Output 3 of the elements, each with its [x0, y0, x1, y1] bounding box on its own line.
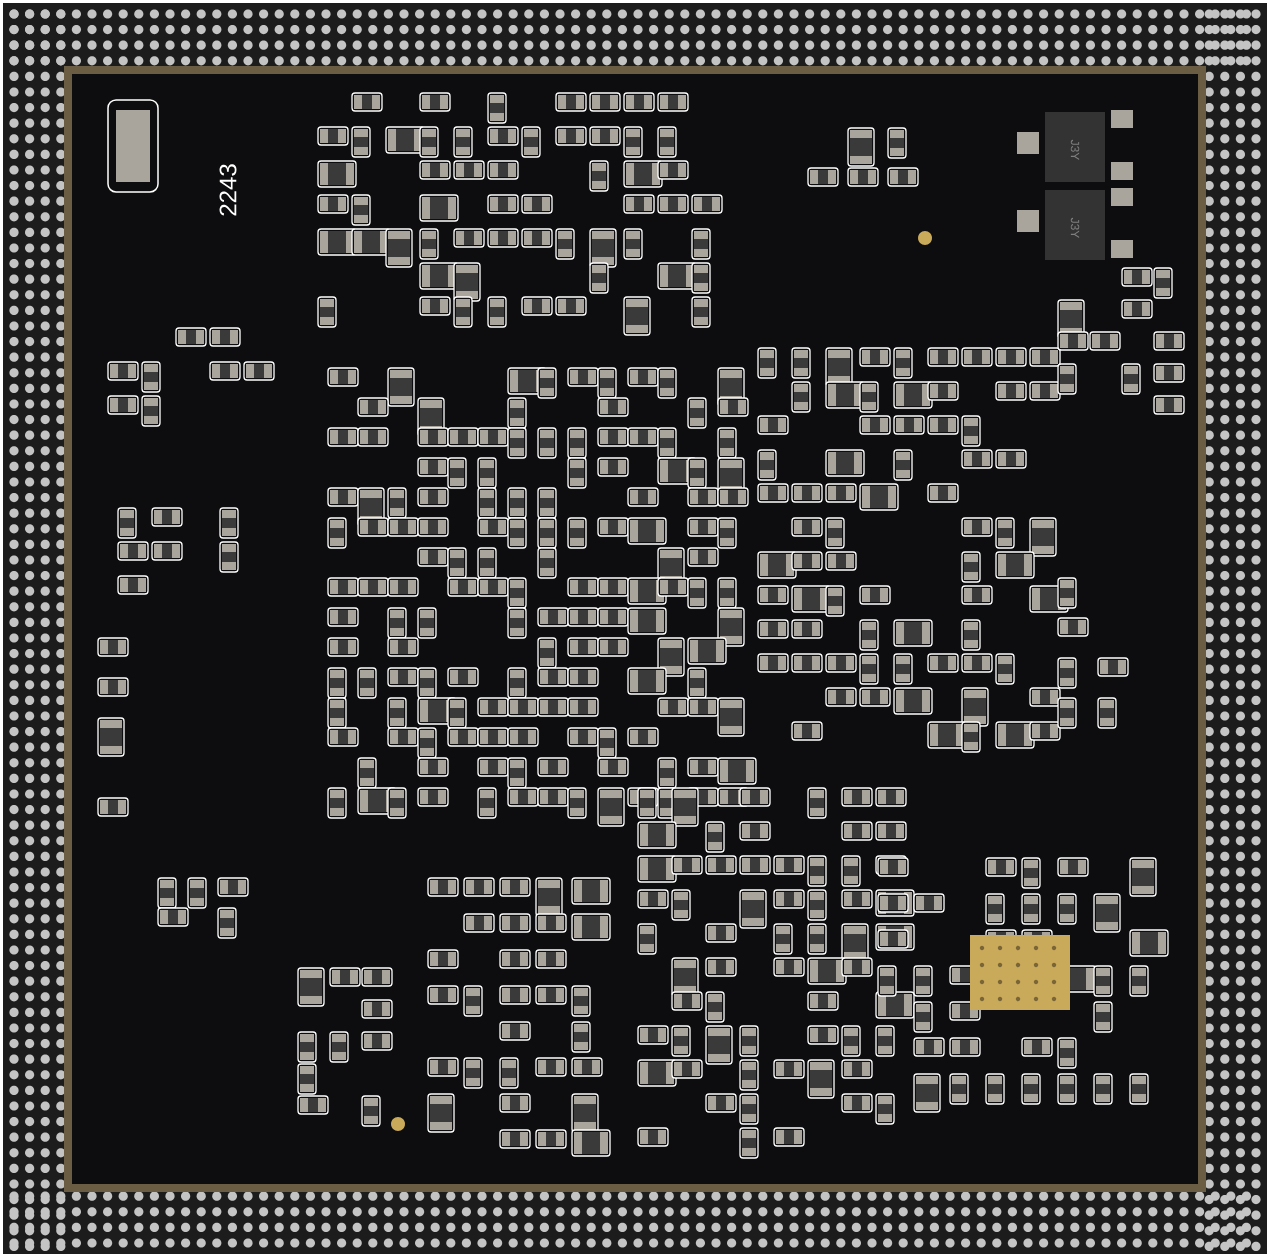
- chip-marking: J3Y: [1070, 139, 1080, 161]
- silkscreen-number: 2243: [219, 164, 237, 216]
- chip-marking: J3Y: [1070, 217, 1080, 239]
